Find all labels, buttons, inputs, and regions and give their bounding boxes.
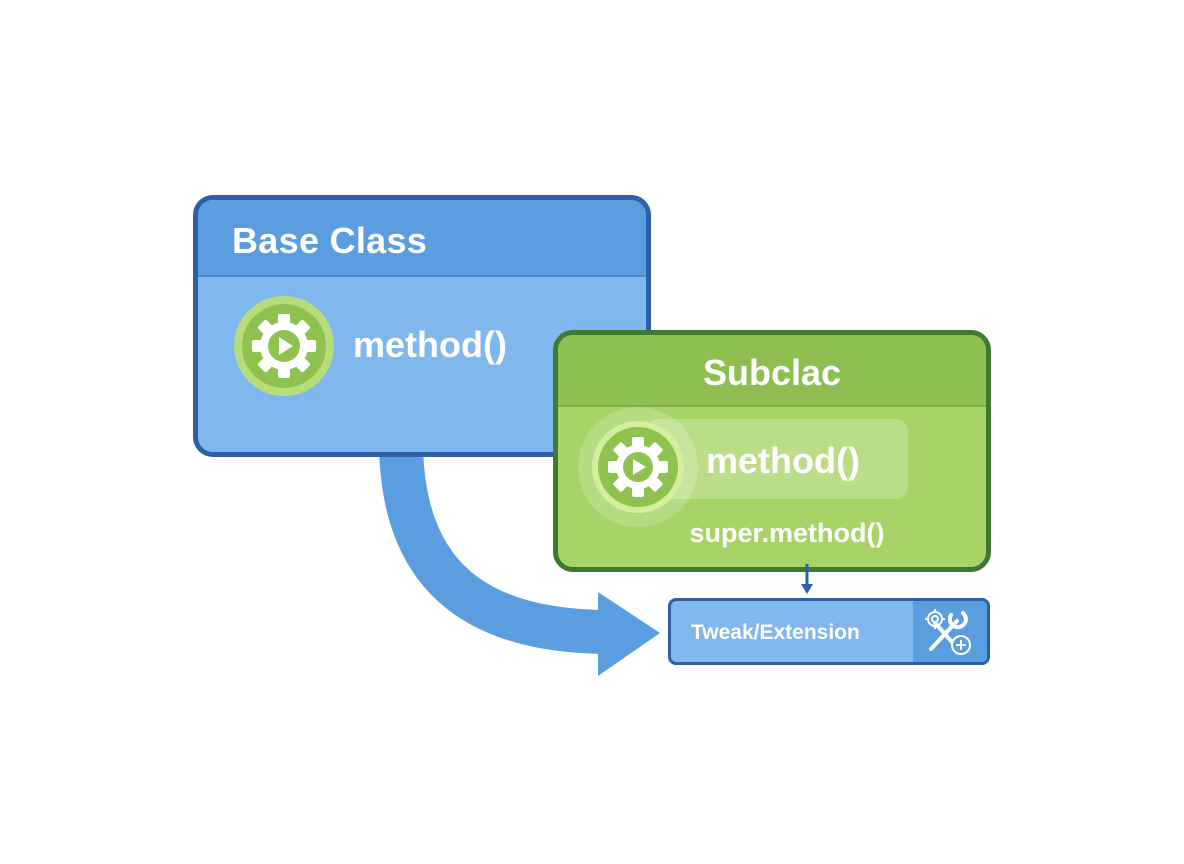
super-call-label: super.method() bbox=[689, 518, 885, 548]
base-class-card: Base Class method() bbox=[193, 195, 651, 457]
subclass-title: Subclac bbox=[702, 352, 842, 393]
gear-play-icon bbox=[578, 407, 698, 527]
tweak-extension-box: Tweak/Extension bbox=[668, 598, 990, 665]
subclass-method-label: method() bbox=[706, 440, 860, 481]
subclass-method-highlight bbox=[646, 419, 908, 499]
connector-arrow bbox=[801, 564, 813, 594]
tweak-extension-label: Tweak/Extension bbox=[691, 621, 860, 644]
gear-play-icon bbox=[234, 296, 334, 396]
arrow-head bbox=[598, 592, 660, 676]
subclass-card: Subclac method() super.method() bbox=[553, 330, 991, 572]
base-method-label: method() bbox=[353, 324, 507, 365]
base-class-title: Base Class bbox=[232, 220, 428, 261]
arrow-shaft bbox=[379, 439, 611, 654]
tweak-icon-panel bbox=[913, 601, 987, 662]
wrench-gear-plus-icon bbox=[925, 609, 971, 655]
subclass-header: Subclac bbox=[558, 335, 986, 407]
base-class-header: Base Class bbox=[198, 200, 646, 277]
